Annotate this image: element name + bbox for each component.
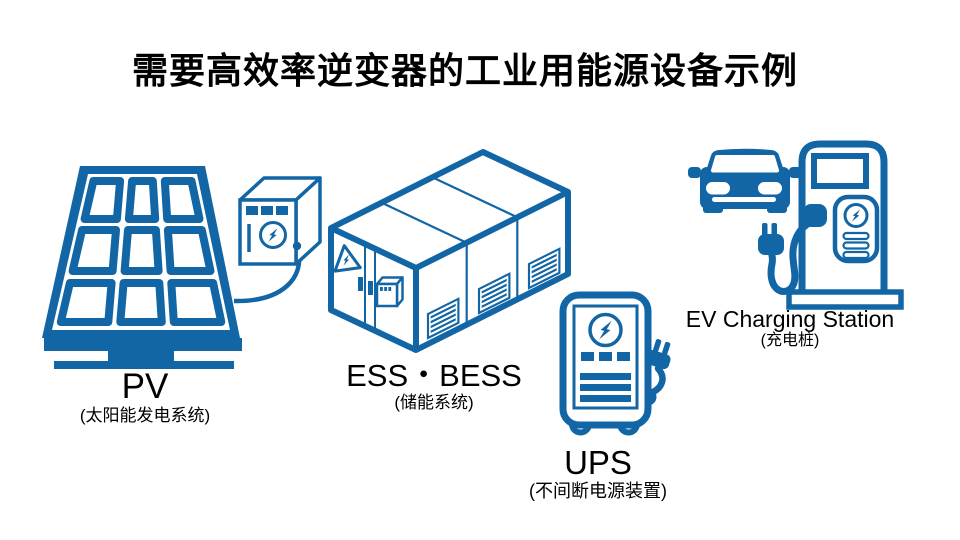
page-title: 需要高效率逆变器的工业用能源设备示例: [131, 50, 798, 91]
ups-tower-icon: [559, 291, 671, 436]
control-box-icon: [375, 276, 404, 308]
car-wheel: [767, 202, 787, 213]
ess-bess-sublabel: (储能系统): [394, 393, 474, 412]
warning-lightning-sign-icon: [333, 244, 362, 273]
charger-base: [786, 289, 904, 310]
charging-cable: [767, 218, 815, 295]
solar-panel-icon: [42, 166, 242, 369]
panel-stand: [44, 338, 242, 369]
ups-label: UPS: [564, 444, 632, 481]
car-wheel: [703, 202, 723, 213]
ups-sublabel: (不间断电源装置): [529, 481, 667, 501]
power-plug-icon: [645, 339, 671, 370]
inverter-box-icon: [233, 176, 322, 304]
car-headlight: [706, 182, 730, 195]
car-mirror: [789, 167, 802, 178]
power-plug-icon: [758, 223, 784, 255]
vent-grille-icon: [426, 297, 460, 340]
ess-bess-label: ESS・BESS: [346, 358, 522, 393]
car-windshield: [711, 155, 779, 173]
vent-grille-icon: [527, 247, 561, 290]
car-bumper-line: [712, 197, 776, 202]
pv-label: PV: [121, 367, 169, 406]
vent-grille-icon: [477, 272, 511, 315]
car-mirror: [688, 167, 701, 178]
charger-screen: [811, 153, 869, 189]
ev-station-sublabel: (充电桩): [760, 332, 820, 349]
ev-charger-icon: [758, 140, 904, 310]
ev-car-icon: [688, 148, 802, 213]
battery-container-icon: [328, 149, 571, 353]
ev-station-label: EV Charging Station: [685, 306, 895, 332]
car-headlight: [758, 182, 782, 195]
pv-sublabel: (太阳能发电系统): [79, 406, 211, 425]
